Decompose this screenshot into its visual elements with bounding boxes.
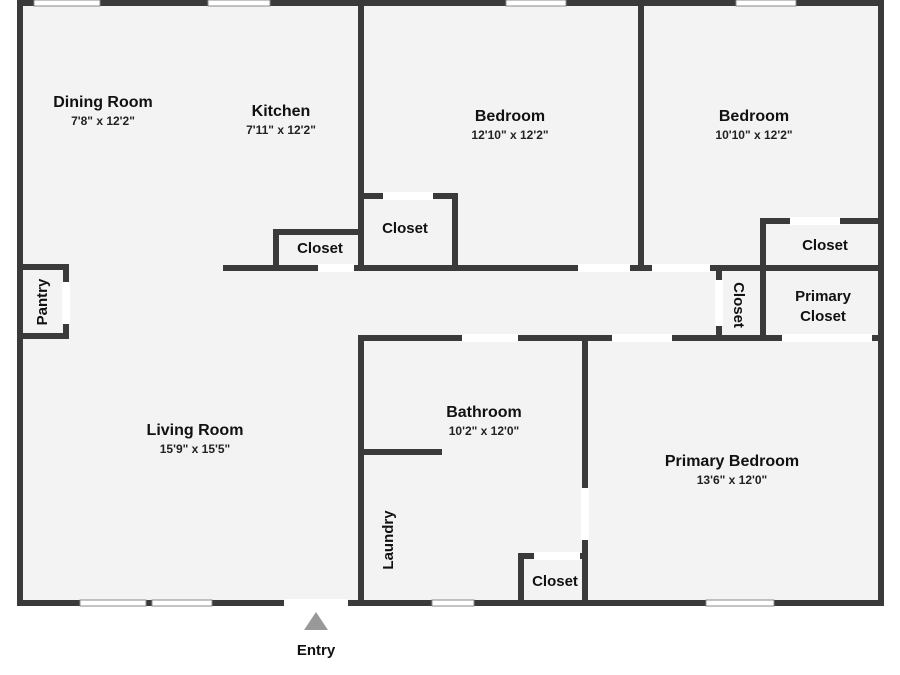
bedroom-2-name: Bedroom [719, 108, 789, 125]
bathroom-dims: 10'2" x 12'0" [449, 424, 519, 438]
entry-label: Entry [297, 642, 336, 659]
window-bedroom2-top [735, 0, 797, 7]
wall-pantry-top [17, 264, 69, 270]
wall-hall-top-left [223, 265, 363, 271]
wall-exterior-right [878, 0, 884, 606]
wall-pantry-bottom [17, 333, 69, 339]
wall-bathroom-closet-left [518, 553, 524, 606]
kitchen-dims: 7'11" x 12'2" [246, 123, 316, 137]
bedroom-1-name: Bedroom [475, 108, 545, 125]
wall-hall-top-middle [358, 265, 644, 271]
door-bathroom-closet [534, 552, 580, 560]
window-bedroom1-top [505, 0, 567, 7]
door-pantry [62, 282, 70, 324]
living-room-name: Living Room [147, 422, 244, 439]
kitchen-name: Kitchen [252, 103, 311, 120]
door-bedroom2 [652, 264, 710, 272]
window-primary-bottom [705, 599, 775, 607]
wall-exterior-top [17, 0, 884, 6]
door-bedroom1-closet [383, 192, 433, 200]
kitchen-closet-label: Closet [297, 240, 343, 257]
primary-bedroom-name: Primary Bedroom [665, 453, 799, 470]
wall-bedroom1-closet-right [452, 193, 458, 271]
bedroom-2-dims: 10'10" x 12'2" [715, 128, 792, 142]
wall-kitchen-closet-top [273, 229, 363, 235]
pantry-label: Pantry [34, 278, 51, 325]
wall-exterior-left [17, 0, 23, 606]
wall-bedrooms-divider [638, 3, 644, 271]
bathroom-closet-label: Closet [532, 573, 578, 590]
wall-bathroom-right [582, 335, 588, 606]
bedroom-1-closet-label: Closet [382, 220, 428, 237]
living-room-dims: 15'9" x 15'5" [160, 442, 230, 456]
laundry-label: Laundry [380, 510, 397, 570]
primary-closet-label-line2: Closet [800, 308, 846, 325]
door-primary-closet [782, 334, 872, 342]
door-primary-bedroom [612, 334, 672, 342]
window-living-bottom-1 [79, 599, 147, 607]
dining-room-dims: 7'8" x 12'2" [71, 114, 135, 128]
door-bathroom-primary [581, 488, 589, 540]
window-kitchen-top [207, 0, 271, 7]
window-laundry-bottom [431, 599, 475, 607]
window-dining-top [33, 0, 101, 7]
floor-area [20, 3, 881, 602]
bedroom-2-closet-label: Closet [802, 237, 848, 254]
bedroom-1-dims: 12'10" x 12'2" [471, 128, 548, 142]
door-entry [284, 599, 348, 607]
entry-arrow-icon [304, 612, 328, 630]
wall-kitchen-right [358, 3, 364, 271]
wall-bedroom2-closet-left [760, 218, 766, 341]
door-bedroom2-closet [790, 217, 840, 225]
primary-bedroom-dims: 13'6" x 12'0" [697, 473, 767, 487]
door-kitchen-closet [318, 264, 354, 272]
wall-kitchen-closet-left [273, 229, 279, 271]
openings [33, 0, 872, 607]
door-hall-closet [715, 280, 723, 326]
wall-living-right [358, 335, 364, 606]
door-bathroom [462, 334, 518, 342]
door-bedroom1 [578, 264, 630, 272]
window-living-bottom-2 [151, 599, 213, 607]
hall-closet-label: Closet [730, 282, 747, 328]
primary-closet-label-line1: Primary [795, 288, 852, 305]
bathroom-name: Bathroom [446, 404, 522, 421]
dining-room-name: Dining Room [53, 94, 153, 111]
wall-bathroom-laundry [364, 449, 442, 455]
